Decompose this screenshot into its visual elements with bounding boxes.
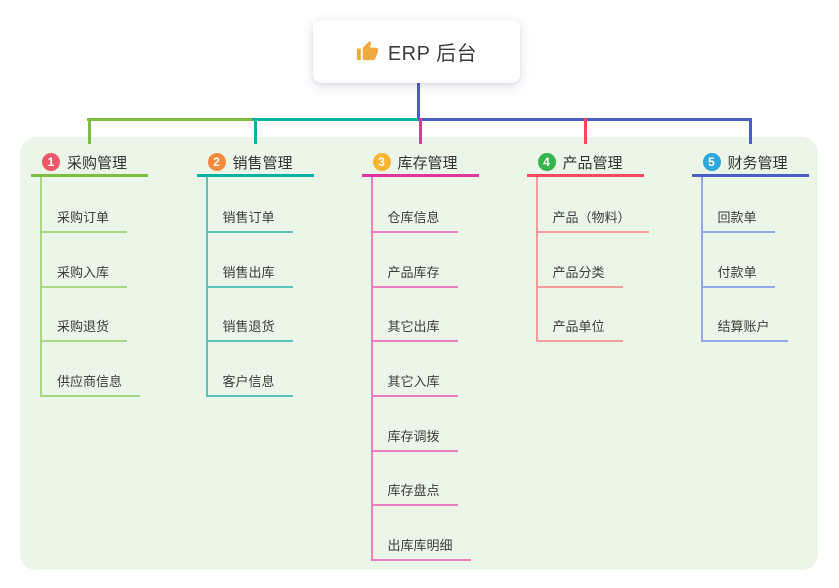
branch-label: 销售管理	[232, 154, 293, 172]
item-label: 销售退货	[207, 316, 293, 343]
branch-item[interactable]: 结算账户	[702, 288, 809, 343]
branch-item[interactable]: 产品库存	[372, 233, 479, 288]
branch-item[interactable]: 客户信息	[207, 342, 314, 398]
branch-5: 5 财务管理回款单付款单结算账户	[691, 150, 809, 343]
branches-background-panel	[20, 137, 818, 570]
item-label: 销售订单	[207, 207, 293, 233]
item-label: 仓库信息	[372, 207, 458, 233]
branch-item[interactable]: 产品单位	[537, 288, 644, 343]
branch-item[interactable]: 其它出库	[372, 288, 479, 343]
item-label: 其它出库	[372, 316, 458, 343]
branch-item[interactable]: 销售订单	[207, 177, 314, 233]
branch-header[interactable]: 2 销售管理	[196, 150, 314, 177]
branch-item-list: 回款单付款单结算账户	[700, 177, 809, 343]
branch-item[interactable]: 产品分类	[537, 233, 644, 288]
branch-label: 财务管理	[727, 154, 788, 172]
branch-item[interactable]: 仓库信息	[372, 177, 479, 233]
item-label: 库存盘点	[372, 480, 458, 507]
bus-segment-line	[87, 118, 253, 121]
branch-header[interactable]: 5 财务管理	[691, 150, 809, 177]
item-label: 产品库存	[372, 262, 458, 288]
branch-item[interactable]: 出库库明细	[372, 506, 479, 562]
root-node[interactable]: ERP 后台	[313, 20, 520, 83]
branch-header[interactable]: 4 产品管理	[526, 150, 644, 177]
branch-number-badge: 5	[702, 153, 721, 171]
branch-item[interactable]: 其它入库	[372, 342, 479, 398]
branch-number-badge: 2	[207, 153, 226, 171]
branch-item[interactable]: 库存调拨	[372, 397, 479, 452]
item-label: 其它入库	[372, 371, 458, 398]
branch-item-list: 采购订单采购入库采购退货供应商信息	[40, 177, 148, 398]
branch-drop-line	[583, 118, 587, 144]
item-label: 供应商信息	[42, 371, 141, 398]
branch-header[interactable]: 3 库存管理	[361, 150, 479, 177]
branch-number-badge: 1	[42, 153, 60, 171]
branch-4: 4 产品管理产品（物料） 产品分类产品单位	[526, 150, 649, 343]
branch-number-badge: 3	[372, 153, 391, 171]
branch-drop-line	[748, 118, 752, 144]
branch-drop-line	[418, 118, 422, 144]
branch-item[interactable]: 库存盘点	[372, 452, 479, 507]
item-label: 出库库明细	[372, 535, 471, 562]
branch-item[interactable]: 采购订单	[42, 177, 148, 233]
item-label: 采购退货	[42, 316, 128, 343]
branch-item[interactable]: 采购退货	[42, 288, 148, 343]
bus-segment-line	[252, 118, 419, 121]
branch-number-badge: 4	[537, 153, 556, 171]
thumbs-up-icon	[356, 40, 378, 61]
branch-1: 1 采购管理采购订单采购入库采购退货供应商信息	[31, 150, 148, 398]
item-label: 采购入库	[42, 262, 128, 288]
branch-item-list: 产品（物料） 产品分类产品单位	[535, 177, 649, 343]
branch-label: 产品管理	[562, 154, 623, 172]
branch-item[interactable]: 产品（物料）	[537, 177, 649, 233]
branch-item[interactable]: 付款单	[702, 233, 809, 288]
item-label: 产品（物料）	[537, 207, 649, 233]
branch-item-list: 仓库信息产品库存其它出库其它入库库存调拨库存盘点出库库明细	[370, 177, 479, 562]
branch-label: 库存管理	[397, 154, 458, 172]
branch-item[interactable]: 销售出库	[207, 233, 314, 288]
root-connector-line	[417, 83, 420, 121]
branch-3: 3 库存管理仓库信息产品库存其它出库其它入库库存调拨库存盘点出库库明细	[361, 150, 479, 562]
item-label: 采购订单	[42, 207, 128, 233]
item-label: 产品单位	[537, 316, 623, 343]
branch-item[interactable]: 采购入库	[42, 233, 148, 288]
item-label: 结算账户	[702, 316, 788, 343]
branch-2: 2 销售管理销售订单销售出库销售退货客户信息	[196, 150, 314, 398]
branch-item[interactable]: 供应商信息	[42, 342, 148, 398]
item-label: 付款单	[702, 262, 775, 288]
branch-header[interactable]: 1 采购管理	[31, 150, 148, 177]
item-label: 库存调拨	[372, 426, 458, 452]
root-title: ERP 后台	[387, 43, 478, 65]
item-label: 回款单	[702, 207, 775, 233]
branch-item[interactable]: 销售退货	[207, 288, 314, 343]
branch-drop-line	[253, 118, 257, 144]
item-label: 销售出库	[207, 262, 293, 288]
branch-drop-line	[88, 118, 91, 144]
item-label: 客户信息	[207, 371, 293, 398]
branch-label: 采购管理	[67, 154, 128, 172]
item-label: 产品分类	[537, 262, 623, 288]
branch-item[interactable]: 回款单	[702, 177, 809, 233]
branch-item-list: 销售订单销售出库销售退货客户信息	[205, 177, 314, 398]
